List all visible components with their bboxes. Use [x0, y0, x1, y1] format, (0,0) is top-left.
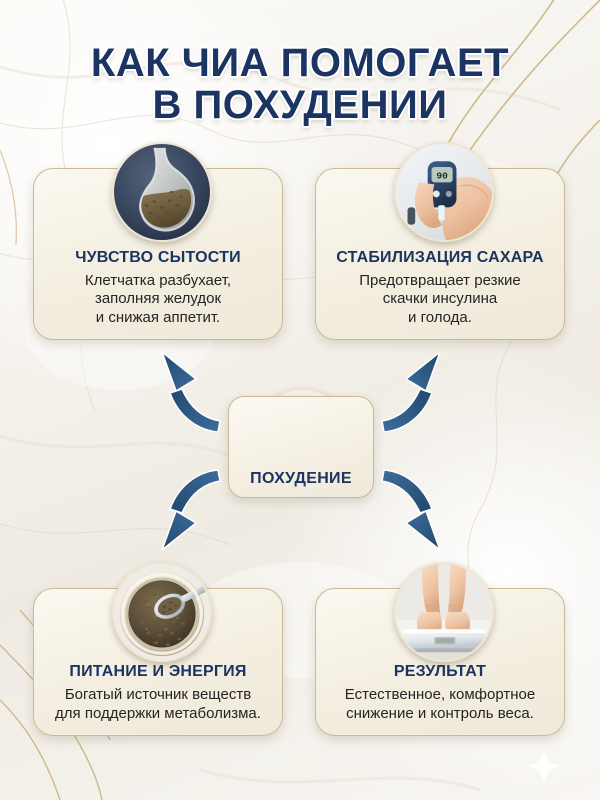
- card-satiety-body: Клетчатка разбухает, заполняя желудок и …: [84, 272, 232, 326]
- card-result-text: РЕЗУЛЬТАТ Естественное, комфортное сниже…: [316, 663, 564, 723]
- page-title-line-2: В ПОХУДЕНИИ: [152, 83, 448, 128]
- card-nutrition-text: ПИТАНИЕ И ЭНЕРГИЯ Богатый источник вещес…: [34, 663, 282, 723]
- glucometer-icon: 90: [396, 144, 492, 240]
- card-nutrition[interactable]: ПИТАНИЕ И ЭНЕРГИЯ Богатый источник вещес…: [33, 588, 283, 736]
- center-node-label: ПОХУДЕНИЕ: [250, 470, 352, 487]
- card-satiety[interactable]: ЧУВСТВО СЫТОСТИ Клетчатка разбухает, зап…: [33, 168, 283, 340]
- card-satiety-text: ЧУВСТВО СЫТОСТИ Клетчатка разбухает, зап…: [34, 249, 282, 327]
- card-nutrition-image: [112, 562, 212, 662]
- card-result-title: РЕЗУЛЬТАТ: [393, 663, 487, 681]
- card-nutrition-title: ПИТАНИЕ И ЭНЕРГИЯ: [69, 663, 247, 681]
- card-sugar-body: Предотвращает резкие скачки инсулина и г…: [359, 272, 521, 326]
- card-satiety-title: ЧУВСТВО СЫТОСТИ: [75, 249, 241, 267]
- card-sugar-image: 90: [394, 142, 494, 242]
- svg-text:90: 90: [436, 171, 448, 182]
- card-nutrition-body: Богатый источник веществ для поддержки м…: [55, 686, 261, 722]
- card-result-body: Естественное, комфортное снижение и конт…: [344, 686, 536, 722]
- chia-bowl-icon: [114, 564, 210, 660]
- scale-feet-icon: [396, 564, 492, 660]
- card-sugar[interactable]: СТАБИЛИЗАЦИЯ САХАРА Предотвращает резкие…: [315, 168, 565, 340]
- card-satiety-image: [112, 142, 212, 242]
- stomach-icon: [114, 144, 210, 240]
- card-sugar-title: СТАБИЛИЗАЦИЯ САХАРА: [336, 249, 544, 267]
- page-title-line-1: КАК ЧИА ПОМОГАЕТ: [90, 41, 510, 85]
- card-sugar-text: СТАБИЛИЗАЦИЯ САХАРА Предотвращает резкие…: [316, 249, 564, 327]
- card-result-image: [394, 562, 494, 662]
- page-title: КАК ЧИА ПОМОГАЕТ В ПОХУДЕНИИ: [0, 42, 600, 127]
- center-node-weight-loss[interactable]: ПОХУДЕНИЕ: [228, 396, 374, 498]
